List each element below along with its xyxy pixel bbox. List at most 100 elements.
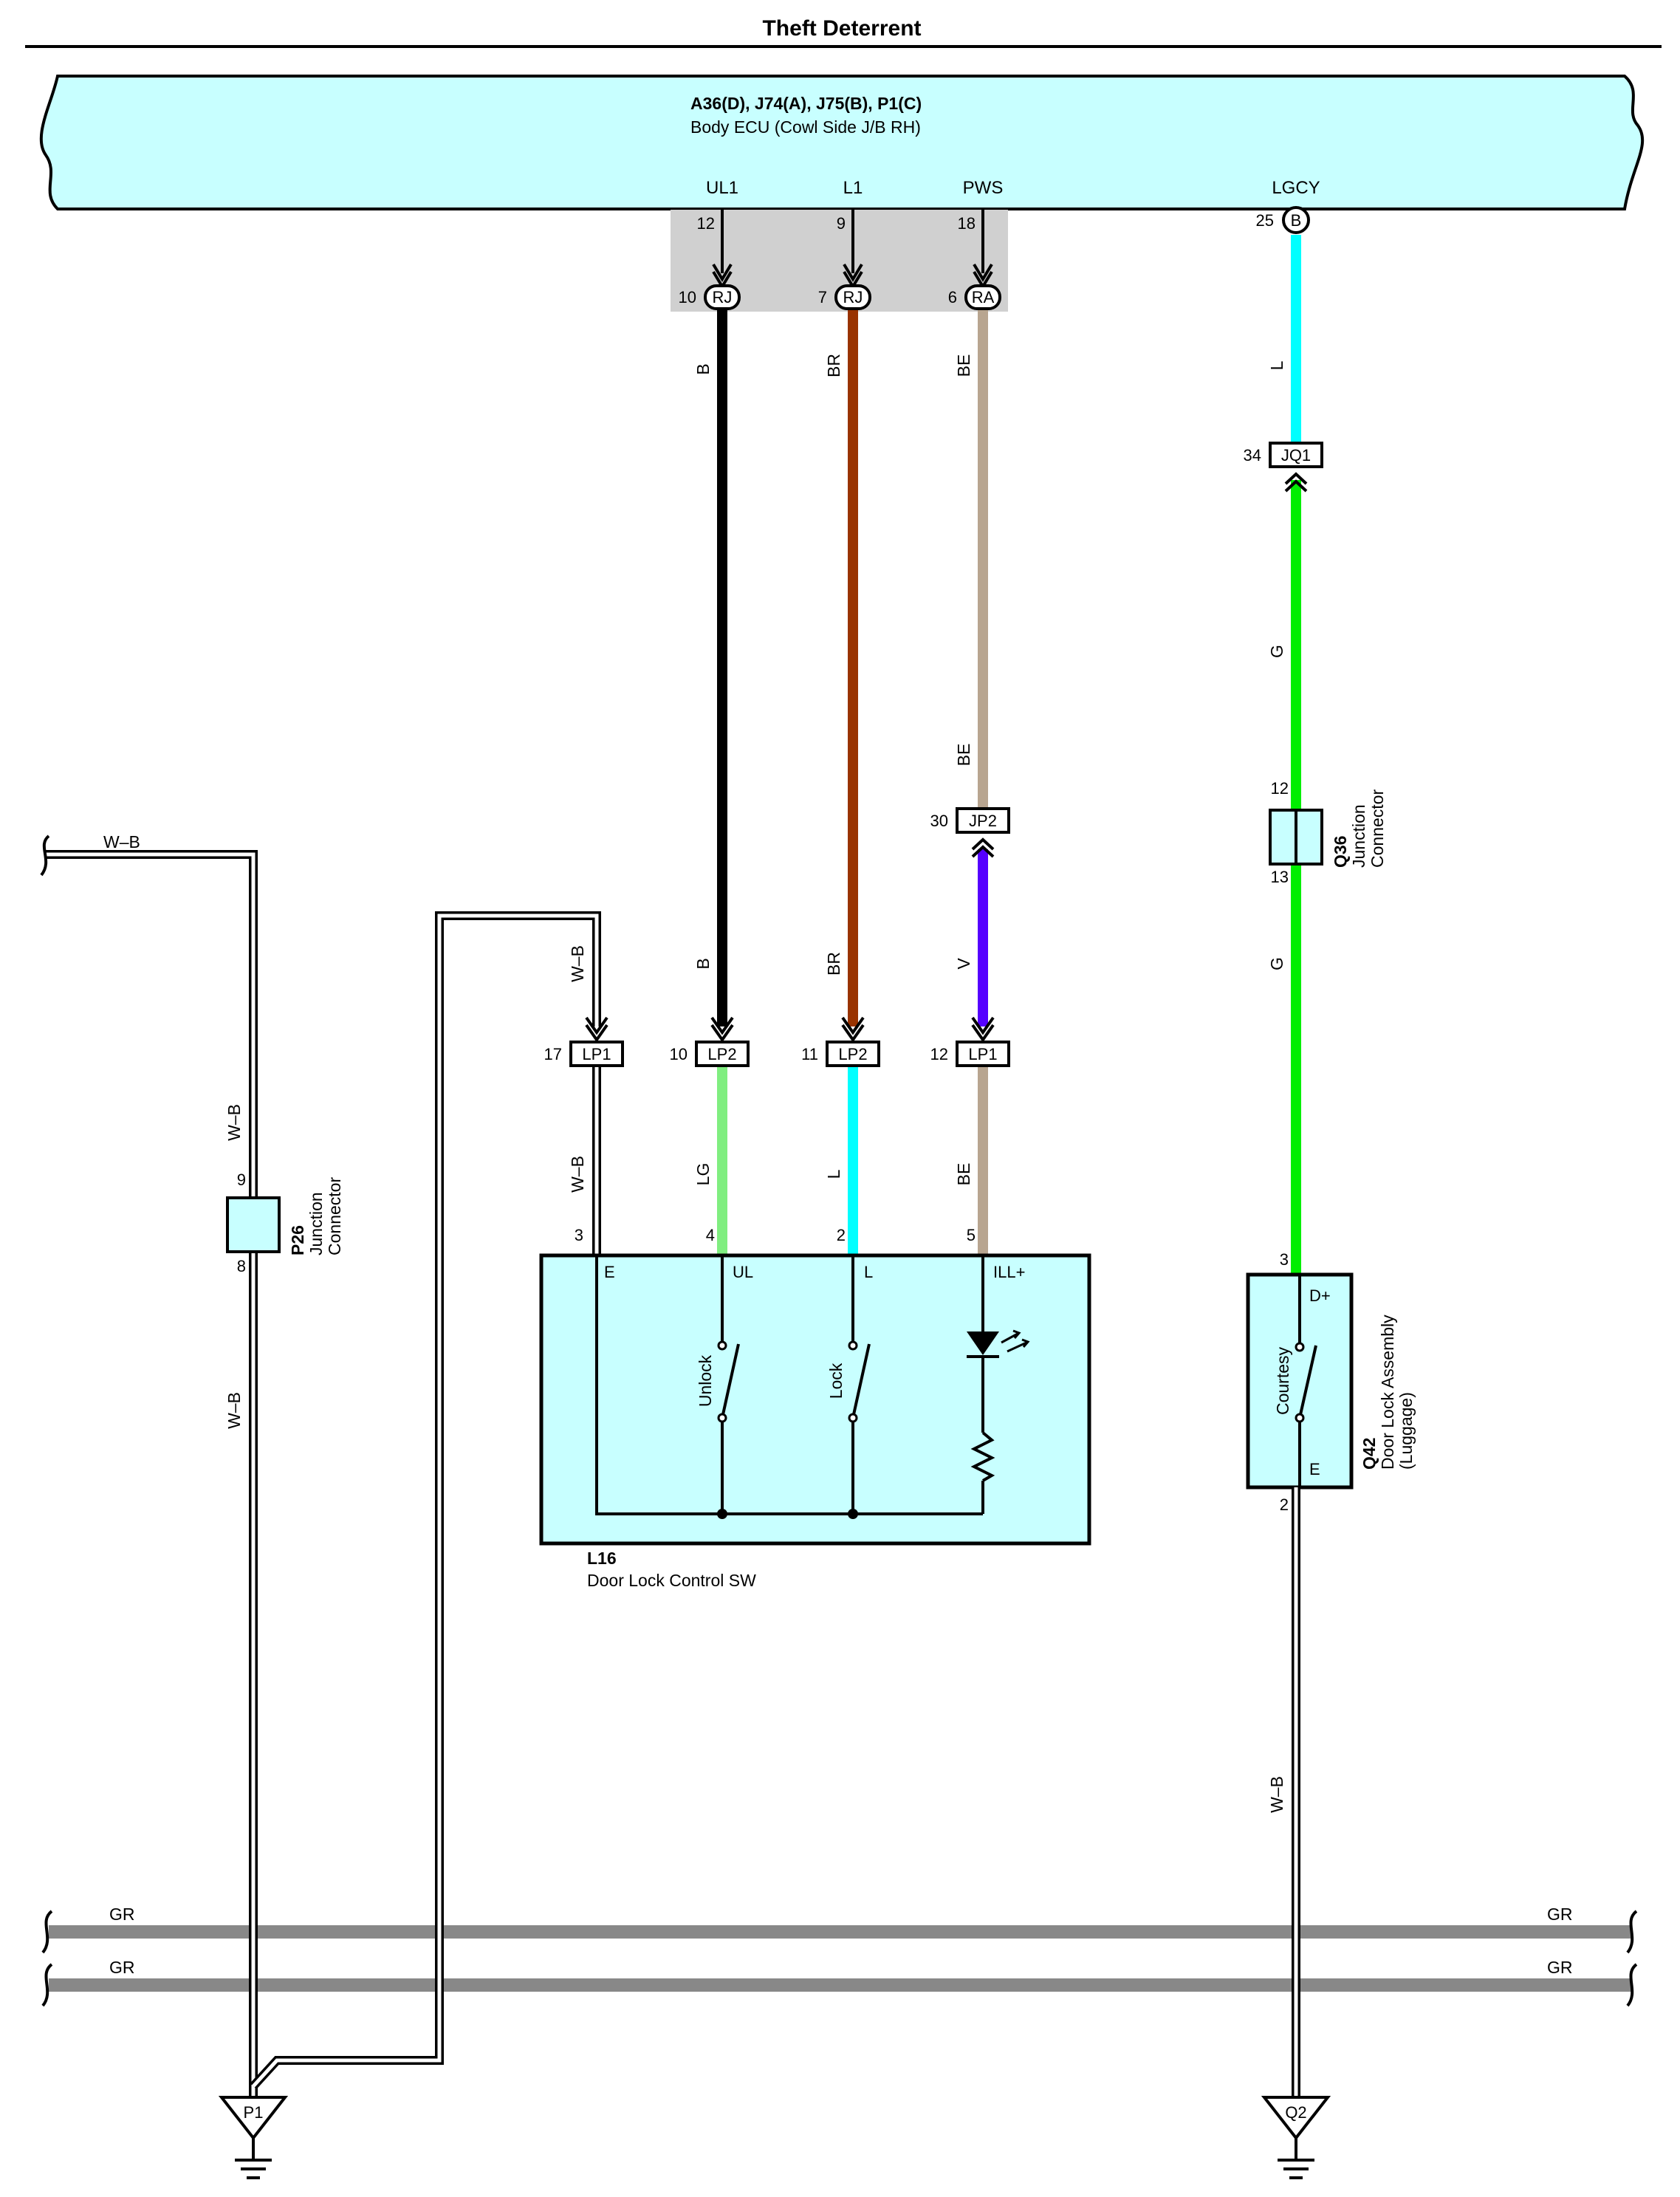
l16-junction-dot-2	[848, 1509, 858, 1519]
connector-jp2-pin: 30	[930, 812, 948, 830]
connector-lp1-a-pin: 17	[544, 1045, 562, 1063]
ecu-pin-12: 12	[697, 214, 715, 233]
resistor-icon	[970, 1431, 995, 1482]
p26-name1: Junction	[306, 1192, 326, 1255]
p26-connector	[226, 1196, 281, 1253]
arrow-lp1-b	[971, 1016, 995, 1043]
q42-pin-bottom: 2	[1280, 1495, 1289, 1514]
connector-lp1-a-label: LP1	[582, 1045, 611, 1063]
l16-unlock-blade	[721, 1343, 740, 1419]
q36-pin-top: 12	[1271, 779, 1289, 798]
l16-lock-contact-bottom	[848, 1413, 858, 1423]
q42-name1: Door Lock Assembly	[1378, 1315, 1397, 1470]
q42-term-top: D+	[1309, 1286, 1331, 1305]
l16-pin-3: 3	[575, 1226, 583, 1244]
arrow-jp2	[971, 837, 995, 858]
arrow-lp1-a	[585, 1016, 608, 1043]
label-g-upper: G	[1267, 645, 1286, 658]
ecu-name: Body ECU (Cowl Side J/B RH)	[690, 117, 921, 137]
label-wb-left-lower: W–B	[224, 1392, 244, 1429]
junction-rj-1	[704, 284, 741, 310]
connector-jp2-label: JP2	[969, 812, 997, 830]
label-wb-lp1: W–B	[568, 1156, 587, 1193]
connector-lp1-a	[569, 1041, 624, 1067]
l16-junction-dot-1	[717, 1509, 727, 1519]
wire-break-gr2-left	[41, 1963, 53, 2007]
connector-lp2-a	[695, 1041, 750, 1067]
connector-jq1	[1269, 442, 1323, 468]
wire-break-gr2-right	[1626, 1963, 1638, 2007]
label-v-lower: V	[954, 958, 973, 970]
junction-rj-2-label: RJ	[843, 288, 863, 306]
l16-box	[539, 1253, 1091, 1546]
ecu-pin-25: 25	[1256, 211, 1274, 230]
lgcy-connector	[1282, 206, 1310, 234]
connector-lp1-b	[956, 1041, 1010, 1067]
l16-switch-lock: Lock	[826, 1363, 846, 1399]
arrow-jq1	[1284, 472, 1308, 493]
l16-switch-unlock: Unlock	[696, 1354, 715, 1407]
label-gr1-right: GR	[1547, 1905, 1573, 1924]
label-gr1-left: GR	[109, 1905, 135, 1924]
label-be-lower: BE	[954, 1163, 973, 1186]
wire-break-gr1-right	[1626, 1910, 1638, 1954]
connector-lp2-a-label: LP2	[707, 1045, 736, 1063]
label-wb-mid: W–B	[568, 945, 587, 982]
label-l-upper: L	[1267, 360, 1286, 370]
label-br-lower: BR	[824, 952, 843, 976]
page-title: Theft Deterrent	[762, 16, 921, 41]
p26-pin-top: 9	[237, 1171, 246, 1189]
q42-id: Q42	[1360, 1438, 1379, 1470]
label-gr2-right: GR	[1547, 1958, 1573, 1977]
q36-name2: Connector	[1368, 789, 1387, 868]
l16-unlock-contact-top	[717, 1340, 727, 1351]
l16-id: L16	[587, 1549, 617, 1568]
label-be-upper: BE	[954, 354, 973, 377]
label-b-upper: B	[693, 363, 713, 374]
ground-p1-symbol	[218, 2096, 289, 2141]
connector-jq1-label: JQ1	[1281, 446, 1311, 465]
l16-term-ill: ILL+	[993, 1263, 1025, 1281]
signal-l1: L1	[843, 178, 863, 198]
l16-name: Door Lock Control SW	[587, 1571, 756, 1590]
connector-lp2-b-label: LP2	[838, 1045, 867, 1063]
signal-lgcy: LGCY	[1272, 178, 1320, 198]
label-g-lower: G	[1267, 957, 1286, 970]
q42-switch: Courtesy	[1273, 1346, 1292, 1415]
ecu-pin-9: 9	[837, 214, 846, 233]
label-wb-right: W–B	[1267, 1776, 1286, 1813]
ecu-pin-18: 18	[958, 214, 976, 233]
q36-id: Q36	[1331, 836, 1350, 868]
junction-ra-label: RA	[972, 288, 995, 306]
l16-pin-4: 4	[706, 1226, 715, 1244]
ecu-box	[39, 75, 1645, 210]
led-light-icon	[1001, 1329, 1030, 1353]
l16-lock-contact-top	[848, 1340, 858, 1351]
q42-pin-top: 3	[1280, 1250, 1289, 1269]
connector-lp1-b-label: LP1	[968, 1045, 997, 1063]
junction-pin-7: 7	[818, 288, 827, 306]
q42-contact-top	[1295, 1342, 1305, 1352]
signal-ul1: UL1	[706, 178, 738, 198]
junction-pin-6: 6	[948, 288, 957, 306]
connector-lp2-b-pin: 11	[801, 1045, 818, 1063]
connector-lp1-b-pin: 12	[930, 1045, 948, 1063]
wire-break-gr1-left	[41, 1910, 53, 1954]
arrow-lp2-a	[710, 1016, 734, 1043]
label-be-mid: BE	[954, 744, 973, 767]
wire-wb-loop-inner	[252, 914, 599, 2088]
label-wb-left-upper: W–B	[224, 1104, 244, 1141]
label-l-lower: L	[824, 1169, 843, 1179]
connector-lp2-b	[826, 1041, 880, 1067]
q36-pin-bottom: 13	[1271, 868, 1289, 886]
p26-pin-bottom: 8	[237, 1257, 246, 1275]
junction-rj-1-label: RJ	[713, 288, 733, 306]
connector-jq1-pin: 34	[1244, 446, 1261, 465]
l16-unlock-contact-bottom	[717, 1413, 727, 1423]
arrow-lp2-b	[841, 1016, 865, 1043]
p26-name2: Connector	[325, 1177, 344, 1255]
junction-ra	[964, 284, 1001, 310]
l16-term-ul: UL	[733, 1263, 753, 1281]
l16-pin-2: 2	[837, 1226, 846, 1244]
l16-term-l: L	[864, 1263, 873, 1281]
